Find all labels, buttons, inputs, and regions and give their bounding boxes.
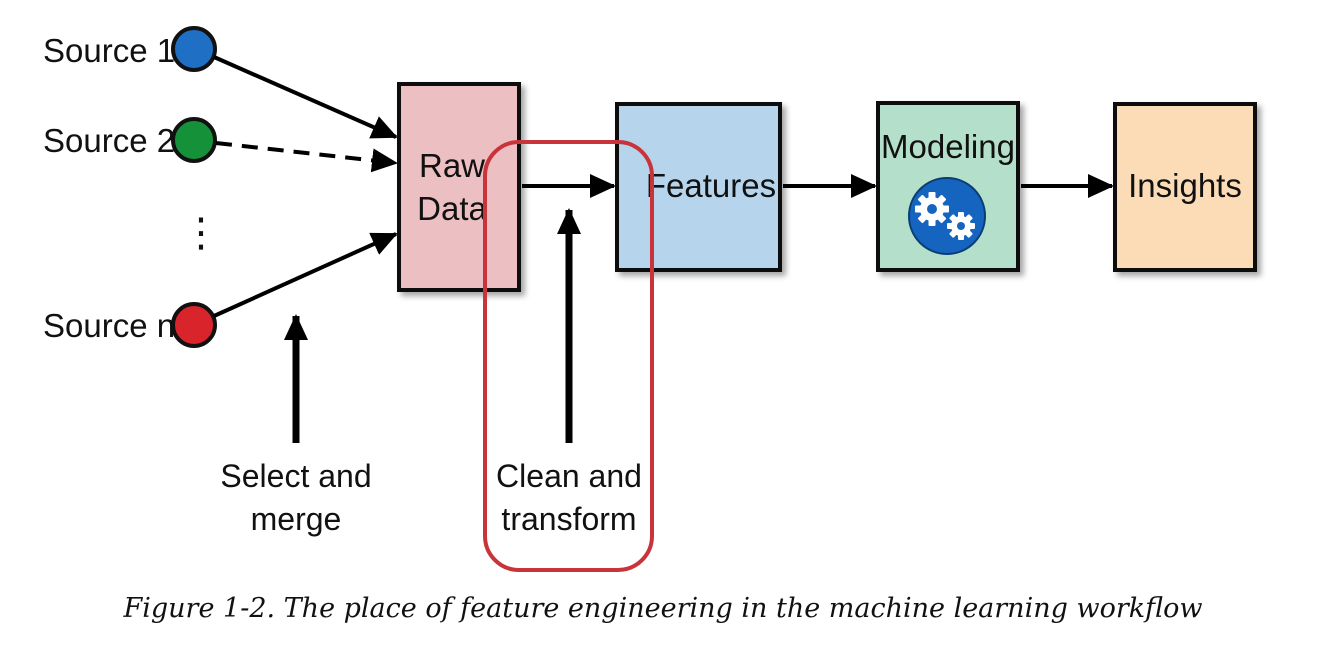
clean-transform-highlight [483, 140, 654, 572]
select-merge-label-line2: merge [251, 501, 342, 537]
clean-transform-label-line2: transform [501, 501, 636, 537]
source-n-label: Source n [43, 307, 175, 344]
source-2-label: Source 2 [43, 122, 175, 159]
insights-label: Insights [1128, 167, 1242, 204]
modeling-label: Modeling [881, 128, 1015, 165]
select-merge-label-line1: Select and [220, 458, 371, 494]
clean-transform-label-line1: Clean and [496, 458, 642, 494]
arrow-source-1-to-raw [213, 55, 398, 139]
source-1-label: Source 1 [43, 32, 175, 69]
features-label: Features [646, 167, 776, 204]
raw-data-label-line2: Data [417, 190, 487, 227]
figure-caption: Figure 1-2. The place of feature enginee… [123, 593, 1203, 624]
source-1-node [171, 26, 217, 72]
ellipsis-vertical: ⋮ [181, 211, 221, 255]
insights-box [1113, 102, 1257, 272]
source-n-node [171, 302, 217, 348]
features-box [615, 102, 782, 272]
source-2-node [171, 117, 217, 163]
gears-icon [908, 177, 986, 255]
raw-data-box [397, 82, 521, 292]
arrow-source-2-to-raw [215, 141, 398, 173]
raw-data-label-line1: Raw [419, 147, 485, 184]
arrow-source-n-to-raw [213, 232, 398, 318]
